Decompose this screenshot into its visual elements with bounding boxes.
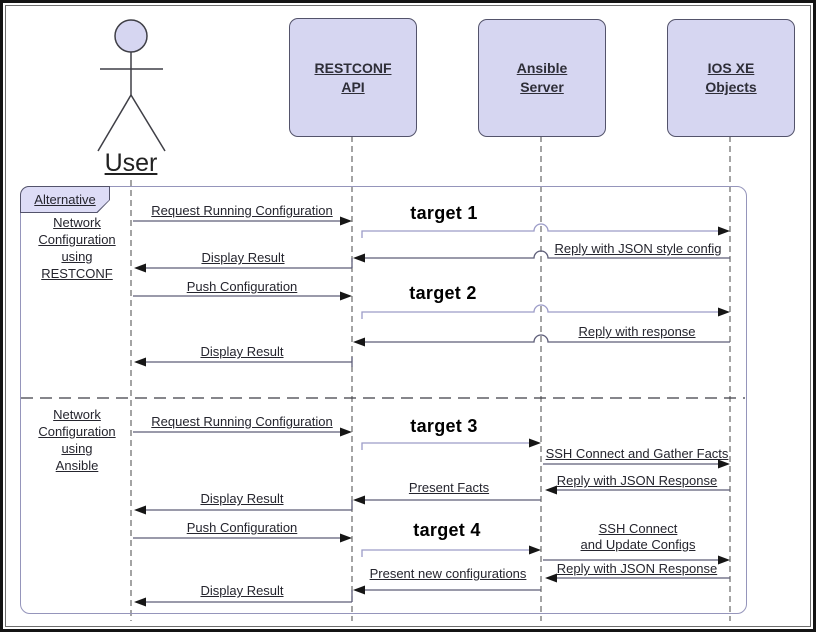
msg-label-reply-with-response: Reply with response [578,324,696,339]
arrowhead-right-icon [529,438,541,448]
alt-frame-operator-tab-fill: Alternative [21,187,109,212]
arrowhead-right-icon [340,291,352,301]
msg-display-result-2 [134,357,353,367]
participant-label-line1: Ansible [516,60,568,76]
msg-line [361,549,530,557]
msg-label-ssh-update-line2: and Update Configs [580,537,696,552]
section-caption-line: using [61,249,93,264]
alt-frame [20,186,747,614]
arrowhead-right-icon [718,226,730,236]
participant-label-line2: API [341,78,365,95]
msg-display-result-1 [134,258,353,273]
msg-label-ssh-update-line1: SSH Connect [598,521,678,536]
section-caption-restconf: Network Configuration using RESTCONF [22,214,132,282]
msg-target-1 [361,223,730,238]
participant-restconf-api: RESTCONF API [289,18,417,137]
msg-label-display-result-4: Display Result [200,583,284,598]
arrowhead-left-icon [134,505,146,515]
arrowhead-left-icon [353,585,365,595]
arrowhead-right-icon [718,307,730,317]
msg-reply-json-response-2 [545,573,730,583]
msg-reply-with-response [353,334,730,347]
participant-label-line1: RESTCONF [314,59,392,76]
msg-label-ssh-connect-gather-facts: SSH Connect and Gather Facts [545,446,729,461]
section-caption-line: Network [53,407,101,422]
arrowhead-right-icon [718,459,730,469]
msg-label-present-facts: Present Facts [408,480,490,495]
msg-label-reply-json-response-2: Reply with JSON Response [556,561,718,576]
section-caption-line: Network [53,215,101,230]
msg-label-request-running-config-2: Request Running Configuration [151,414,333,429]
msg-display-result-4 [134,590,353,607]
arrowhead-left-icon [353,253,365,263]
msg-line [361,442,530,450]
msg-push-config-1 [133,291,352,301]
arrowhead-left-icon [134,597,146,607]
arrowhead-left-icon [134,357,146,367]
msg-line-with-hop [365,250,730,259]
msg-label-display-result-2: Display Result [200,344,284,359]
arrowhead-left-icon [353,337,365,347]
msg-line-with-hop [365,334,730,343]
msg-label-present-new-configurations: Present new configurations [369,566,527,581]
msg-target-2 [361,304,730,319]
section-caption-line: Ansible [55,458,99,473]
participant-label-line2: Objects [705,79,757,95]
section-caption-line: Configuration [38,232,116,247]
msg-ssh-connect-update-configs [543,555,730,565]
msg-line-with-hop [361,304,719,319]
msg-label-push-config-2: Push Configuration [186,520,298,535]
msg-label-display-result-3: Display Result [200,491,284,506]
arrowhead-left-icon [353,495,365,505]
arrowhead-right-icon [529,545,541,555]
msg-label-target-1: target 1 [410,203,478,223]
msg-line-with-hop [361,223,719,238]
msg-label-request-running-config-1: Request Running Configuration [151,203,333,218]
arrowhead-left-icon [134,263,146,273]
section-caption-line: using [61,441,93,456]
msg-present-facts [353,495,541,505]
msg-reply-json-response-1 [545,485,730,495]
arrowhead-right-icon [340,533,352,543]
arrowhead-left-icon [545,573,557,583]
participant-ansible-server: Ansible Server [478,19,606,137]
actor-leg-right [130,94,166,152]
msg-label-target-4: target 4 [413,520,481,540]
actor-figure [97,19,166,152]
msg-request-running-config-2 [133,427,352,437]
msg-present-new-configurations [353,585,541,595]
participant-label-line2: Server [520,79,564,95]
arrowhead-left-icon [545,485,557,495]
lifelines [130,136,731,621]
section-caption-line: RESTCONF [41,266,113,281]
msg-label-display-result-1: Display Result [201,250,285,265]
msg-label-target-2: target 2 [409,283,477,303]
msg-request-running-config-1 [133,216,352,226]
participant-ios-xe-objects: IOS XE Objects [667,19,795,137]
msg-push-config-2 [133,533,352,543]
participant-label-line1: IOS XE [707,60,755,76]
msg-ssh-connect-gather-facts [543,459,730,469]
msg-target-3 [361,438,541,450]
msg-target-4 [361,545,541,557]
section-caption-line: Configuration [38,424,116,439]
actor-name-label: User [101,149,161,177]
msg-reply-json-style-config [353,250,730,263]
arrowhead-right-icon [718,555,730,565]
actor-leg-left [97,94,132,152]
arrowhead-right-icon [340,427,352,437]
msg-label-reply-json-response-1: Reply with JSON Response [556,473,718,488]
msg-display-result-3 [134,500,353,515]
arrowhead-right-icon [340,216,352,226]
msg-label-reply-json-style-config: Reply with JSON style config [554,241,722,256]
actor-head-icon [114,19,148,53]
alt-frame-operator-tab: Alternative [20,186,110,213]
section-caption-ansible: Network Configuration using Ansible [22,406,132,474]
msg-label-push-config-1: Push Configuration [186,279,298,294]
alt-frame-operator-label: Alternative [34,192,96,207]
msg-label-target-3: target 3 [410,416,478,436]
